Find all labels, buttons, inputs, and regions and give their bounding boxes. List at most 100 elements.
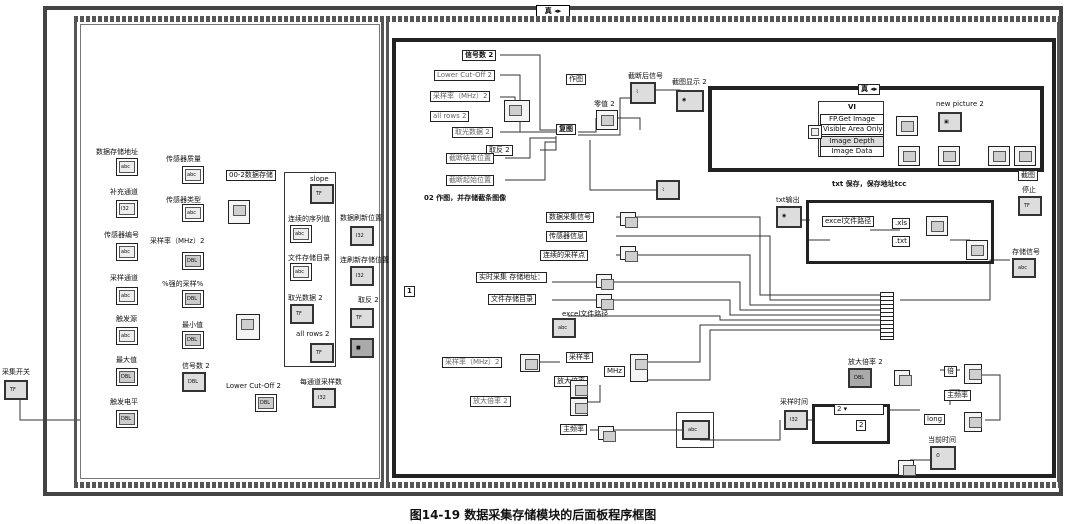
concat-string-function[interactable] [630, 354, 648, 382]
store-signal-terminal[interactable]: abc [1012, 258, 1036, 278]
convert-fn-1[interactable] [620, 212, 636, 226]
image-function-5[interactable] [1014, 146, 1036, 166]
mhz-const[interactable]: MHz [604, 366, 625, 377]
vi-row-image-data[interactable]: Image Data [820, 146, 884, 157]
ctrl-signal-count[interactable]: 信号数 2 [462, 50, 496, 61]
amplification-fn[interactable] [570, 380, 588, 398]
build-path-function[interactable] [228, 200, 250, 224]
graph-function[interactable] [504, 100, 530, 122]
data-storage-address-control[interactable]: abc [116, 158, 138, 176]
trigger-source-control[interactable]: abc [116, 327, 138, 345]
label-supplement-channel: 补充通道 [110, 188, 138, 197]
selector-case-const[interactable]: 2 [856, 420, 866, 431]
sensor-type-control[interactable]: abc [182, 204, 204, 222]
write-file-function[interactable] [966, 240, 988, 260]
format-fn-1[interactable] [964, 364, 982, 384]
screenshot-display-terminal[interactable]: ◉ [676, 90, 704, 112]
label-current-time: 当前时间 [928, 436, 956, 445]
ctrl-trunc-end[interactable]: 截断结束位置 [446, 153, 494, 164]
main-freq-node[interactable]: 主频率 [560, 424, 587, 435]
file-directory-control[interactable]: abc [290, 263, 312, 281]
lower-cutoff-control[interactable]: DBL [255, 394, 277, 412]
multiply-fn-2[interactable] [894, 370, 910, 386]
sample-rate-control[interactable]: DBL [182, 252, 204, 270]
times-const[interactable]: 倍 [944, 366, 957, 377]
refresh-storage-terminal[interactable]: I32 [350, 266, 374, 286]
plot-output-terminal[interactable]: ⌇ [656, 180, 680, 200]
composite-node[interactable]: 复图 [556, 124, 576, 135]
sensor-quality-control[interactable]: abc [182, 166, 204, 184]
long-const[interactable]: long [924, 414, 945, 425]
image-function-2[interactable] [898, 146, 920, 166]
sensor-info-node[interactable]: 传感器信息 [546, 231, 587, 242]
continuous-sample-node[interactable]: 连续的采样点 [540, 250, 588, 261]
data-refresh-terminal[interactable]: I32 [350, 226, 374, 246]
vi-row-visible-area[interactable]: Visible Area Only [820, 124, 884, 135]
excel-path-control[interactable]: excel文件路径 [822, 216, 874, 227]
image-function-1[interactable] [896, 116, 918, 136]
realtime-storage-node[interactable]: 实时采集 存储地址： [476, 272, 547, 283]
extra-terminal[interactable]: ■ [350, 338, 374, 358]
ctrl-trunc-start[interactable]: 截断起始位置 [446, 175, 494, 186]
xls-const[interactable]: .xls [892, 218, 910, 229]
label-sampling-channel: 采样通道 [110, 274, 138, 283]
continuous-sequence-control[interactable]: abc [290, 225, 312, 243]
ctrl-amplification[interactable]: 放大倍率 2 [470, 396, 511, 407]
sample-rate-node[interactable]: 采样率 [566, 352, 593, 363]
main-freq-fn[interactable] [570, 398, 588, 416]
inner-case-value: 真 [861, 85, 868, 93]
convert-fn-2[interactable] [620, 246, 636, 260]
acquire-data-terminal[interactable]: TF [290, 304, 314, 324]
selector-case-value[interactable]: 2 ▾ [834, 404, 884, 415]
ctrl-lower-cutoff[interactable]: Lower Cut-Off 2 [434, 70, 495, 81]
new-picture-terminal[interactable]: ▣ [938, 112, 962, 132]
format-fn-2[interactable] [964, 412, 982, 432]
sensor-number-control[interactable]: abc [116, 243, 138, 261]
ctrl-sample-rate[interactable]: 采样率（MHz）2 [430, 91, 490, 102]
current-time-terminal[interactable]: ⏱ [930, 446, 956, 470]
concat-function[interactable] [926, 216, 948, 236]
convert-fn-4[interactable] [596, 294, 612, 308]
sampling-channel-control[interactable]: abc [116, 287, 138, 305]
inner-case-selector[interactable]: 真 ◂▸ [858, 84, 880, 95]
vi-header: VI [848, 103, 856, 112]
convert-fn-5[interactable] [598, 426, 614, 440]
data-acq-signal-node[interactable]: 数据采集信号 [546, 212, 594, 223]
strong-sample-control[interactable]: DBL [182, 290, 204, 308]
max-value-control[interactable]: DBL [116, 368, 138, 386]
image-function-3[interactable] [938, 146, 960, 166]
truncated-signal-terminal[interactable]: ⌇ [630, 82, 656, 104]
main-freq-const[interactable]: 主频率 [944, 390, 971, 401]
bundle-function[interactable] [236, 314, 260, 340]
amplification-2-terminal[interactable]: DBL [848, 368, 872, 388]
vi-ref-terminal[interactable] [808, 125, 822, 139]
txt-const[interactable]: .txt [892, 236, 910, 247]
time-fn[interactable] [898, 460, 914, 476]
excel-path-terminal[interactable]: abc [552, 318, 576, 338]
trigger-level-control[interactable]: DBL [116, 410, 138, 428]
label-acquire-data: 取光数据 2 [288, 294, 323, 303]
all-rows-terminal[interactable]: TF [310, 343, 334, 363]
frame-index-label[interactable]: 1 [404, 286, 415, 297]
image-function-4[interactable] [988, 146, 1010, 166]
ctrl-acquire-data[interactable]: 取光数据 2 [452, 127, 493, 138]
signal-count-terminal[interactable]: DBL [182, 372, 206, 392]
collect-switch-terminal[interactable]: TF [4, 380, 28, 400]
zero-value-function[interactable] [596, 110, 618, 130]
txt-output-terminal[interactable]: ◉ [776, 206, 802, 228]
slope-terminal[interactable]: TF [310, 184, 334, 204]
min-value-control[interactable]: DBL [182, 331, 204, 349]
plot-node[interactable]: 作图 [566, 74, 586, 85]
stop-terminal[interactable]: TF [1018, 196, 1042, 216]
build-array-function[interactable] [880, 292, 894, 340]
convert-fn-3[interactable] [596, 274, 612, 288]
supplement-channel-control[interactable]: I32 [116, 200, 138, 218]
sample-time-terminal[interactable]: I32 [784, 410, 808, 430]
ctrl-sample-rate-2[interactable]: 采样率（MHz）2 [442, 357, 502, 368]
ctrl-all-rows[interactable]: all rows 2 [430, 111, 469, 122]
loop-inner-terminal[interactable]: abc [682, 420, 710, 440]
file-dir-node[interactable]: 文件存储目录 [488, 294, 536, 305]
samples-per-channel-terminal[interactable]: I32 [312, 388, 336, 408]
multiply-function[interactable] [520, 354, 540, 372]
invert-terminal[interactable]: TF [350, 308, 374, 328]
